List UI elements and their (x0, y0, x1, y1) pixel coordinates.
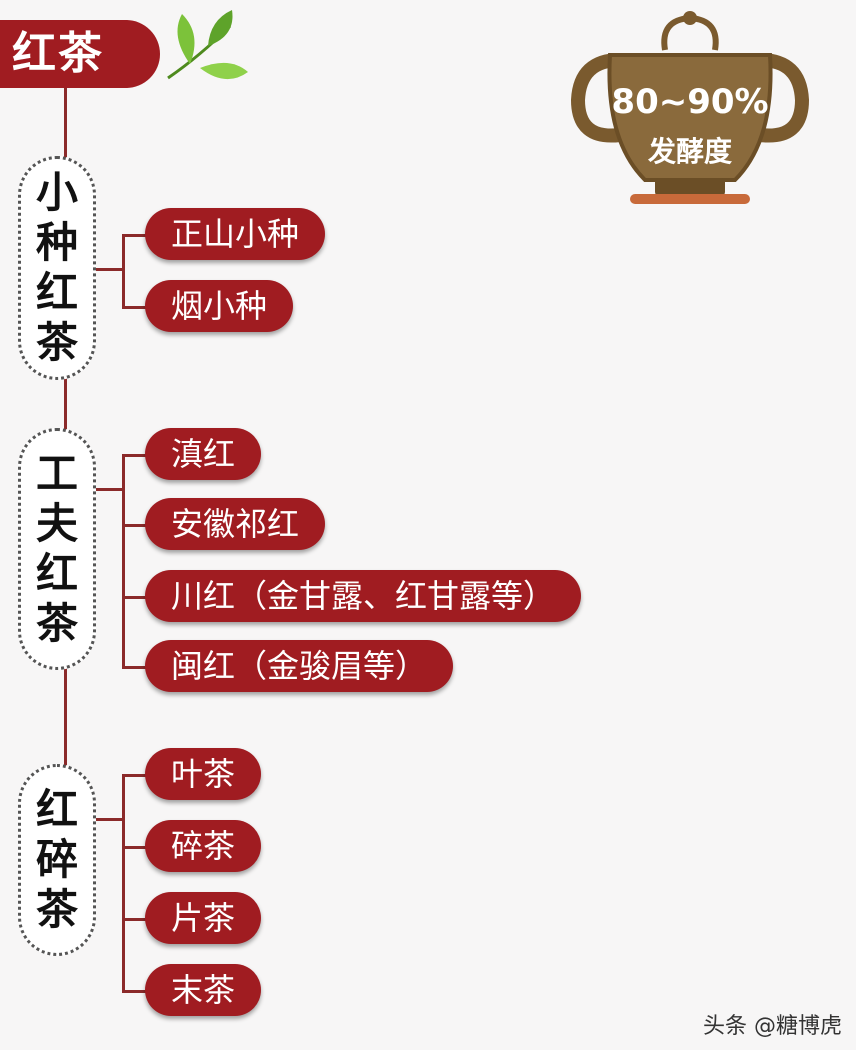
trunk-line (64, 88, 67, 158)
branch-line (122, 666, 146, 669)
branch-line (122, 774, 125, 992)
category-pill: 碎茶 (145, 820, 262, 872)
category-pill: 正山小种 (145, 208, 326, 260)
title-text: 红茶 (12, 28, 104, 79)
fermentation-percent: 80~90% (611, 82, 769, 122)
branch-line (96, 488, 124, 491)
group-label: 小种红茶 (35, 168, 78, 367)
title-badge: 红茶 (0, 20, 160, 88)
category-pill: 滇红 (145, 428, 262, 480)
group-label: 红碎茶 (35, 785, 78, 934)
branch-line (122, 306, 146, 309)
branch-line (122, 774, 146, 777)
group-box-gongfu: 工夫红茶 (18, 428, 96, 670)
fermentation-label: 发酵度 (647, 135, 732, 168)
category-pill: 安徽祁红 (145, 498, 326, 550)
category-pill: 末茶 (145, 964, 262, 1016)
branch-line (122, 234, 125, 308)
branch-line (122, 234, 146, 237)
group-label: 工夫红茶 (35, 449, 78, 648)
trunk-line (64, 378, 67, 430)
branch-line (122, 846, 146, 849)
category-pill: 川红（金甘露、红甘露等） (145, 570, 582, 622)
tea-leaf-icon (167, 10, 248, 80)
trunk-line (64, 668, 67, 766)
category-pill: 叶茶 (145, 748, 262, 800)
branch-line (122, 454, 125, 668)
branch-line (122, 524, 146, 527)
branch-line (96, 268, 124, 271)
teapot-icon (570, 11, 810, 204)
branch-line (122, 596, 146, 599)
group-box-hongsui: 红碎茶 (18, 764, 96, 956)
branch-line (122, 918, 146, 921)
category-pill: 烟小种 (145, 280, 294, 332)
branch-line (122, 990, 146, 993)
branch-line (96, 818, 124, 821)
branch-line (122, 454, 146, 457)
group-box-xiaozhong: 小种红茶 (18, 156, 96, 380)
category-pill: 片茶 (145, 892, 262, 944)
watermark: 头条 @糖博虎 (703, 1014, 842, 1039)
category-pill: 闽红（金骏眉等） (145, 640, 454, 692)
